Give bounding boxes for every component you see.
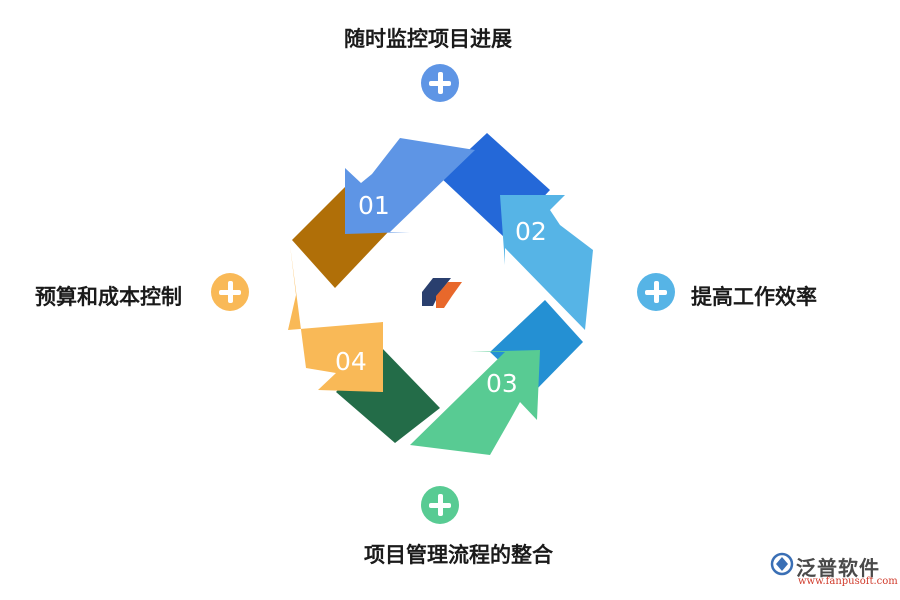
step-04-number: 04	[335, 347, 367, 376]
plus-right-icon	[637, 273, 675, 311]
point-left-label: 预算和成本控制	[35, 285, 182, 309]
brand-url: www.fanpusoft.com	[798, 576, 898, 587]
plus-bottom-icon	[421, 486, 459, 524]
step-01-number: 01	[358, 191, 390, 220]
center-logo-icon	[422, 278, 462, 308]
segment-04-arrow	[288, 245, 383, 392]
step-02-number: 02	[515, 217, 547, 246]
point-bottom-label: 项目管理流程的整合	[364, 543, 553, 567]
brand-logo-icon	[770, 552, 794, 576]
plus-top-icon	[421, 64, 459, 102]
segment-02-arrow	[500, 195, 593, 330]
segment-03-arrow	[410, 350, 540, 455]
brand-watermark: 泛普软件 www.fanpusoft.com	[770, 550, 898, 594]
step-03-number: 03	[486, 369, 518, 398]
point-top-label: 随时监控项目进展	[344, 27, 512, 51]
plus-left-icon	[211, 273, 249, 311]
point-right-label: 提高工作效率	[691, 285, 817, 309]
brand-name: 泛普软件	[796, 556, 880, 580]
segment-01-arrow	[345, 138, 475, 234]
